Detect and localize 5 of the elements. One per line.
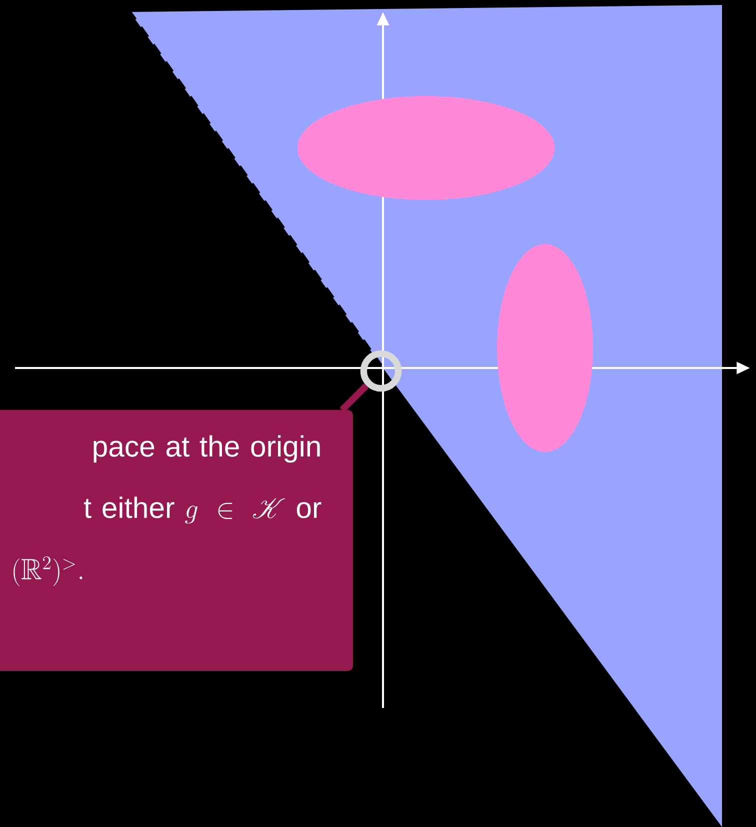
ellipse-region [297, 96, 555, 200]
origin-ring [360, 350, 402, 392]
callout-box: pace at the origin t either $g \in \mathscr{K}$ or $(\mathbb{R}^2)^{>}.$ [0, 410, 353, 671]
ellipse-region [497, 244, 593, 452]
leader-line [340, 383, 369, 412]
